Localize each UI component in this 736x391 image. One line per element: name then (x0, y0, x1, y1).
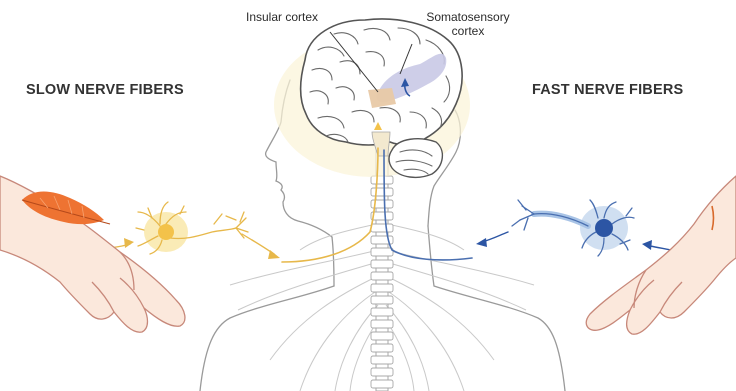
slow-arrowhead-1 (124, 238, 134, 248)
insular-cortex-label: Insular cortex (226, 10, 338, 24)
vertebra (371, 368, 393, 376)
fast-neuron-icon (512, 200, 634, 256)
fast-nerve-fibers-heading: FAST NERVE FIBERS (532, 82, 683, 98)
slow-nerve-fibers-heading: SLOW NERVE FIBERS (26, 82, 184, 98)
right-hand (586, 176, 736, 334)
vertebra (371, 188, 393, 196)
vertebra (371, 320, 393, 328)
vertebra (371, 308, 393, 316)
somatosensory-cortex-label-line1: Somatosensory (406, 10, 530, 24)
vertebra (371, 380, 393, 388)
vertebra (371, 356, 393, 364)
vertebra (371, 260, 393, 268)
somatosensory-cortex-label-line2: cortex (406, 24, 530, 38)
neck-front (332, 237, 334, 286)
vertebra (371, 248, 393, 256)
right-shoulder (428, 226, 565, 391)
vertebra (371, 272, 393, 280)
vertebra (371, 296, 393, 304)
brain (274, 19, 470, 177)
vertebra (371, 176, 393, 184)
slow-neuron-icon (136, 202, 252, 254)
left-shoulder (200, 286, 334, 391)
cerebellum (389, 139, 442, 178)
vertebra (371, 332, 393, 340)
fast-arrowhead-2 (642, 240, 652, 250)
slow-arrowhead-2 (268, 250, 280, 259)
fast-arrowhead-1 (476, 238, 487, 247)
vertebra (371, 284, 393, 292)
vertebra (371, 224, 393, 232)
vertebra (371, 344, 393, 352)
